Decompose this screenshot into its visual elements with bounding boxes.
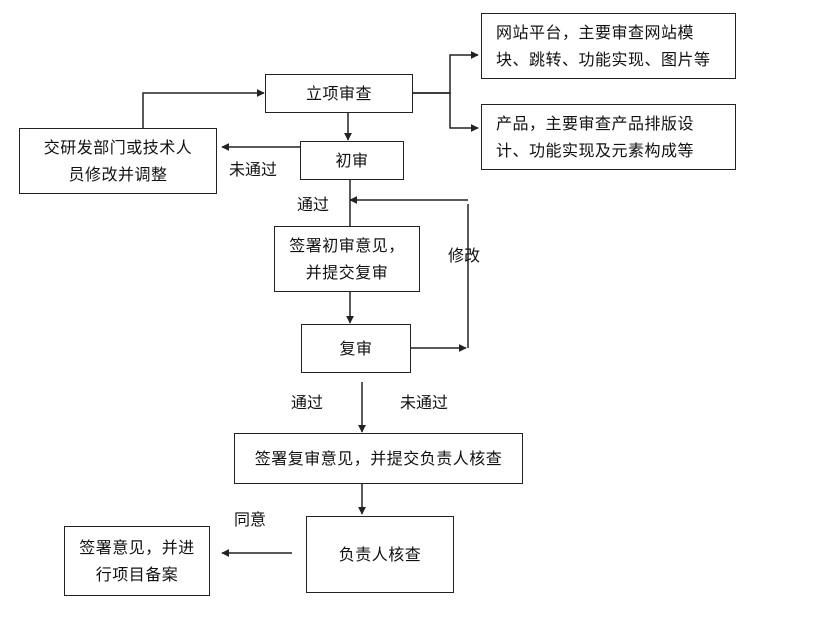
node-sign-fushen-label: 签署复审意见，并提交负责人核查 [254,449,503,468]
node-fuzeren-hecha: 负责人核查 [306,516,454,593]
node-lixiang-shencha: 立项审查 [265,74,413,113]
node-website-platform: 网站平台，主要审查网站模 块、跳转、功能实现、图片等 [481,13,736,79]
node-lixiang-shencha-label: 立项审查 [305,84,372,103]
edge-label-agree: 同意 [234,510,267,529]
node-modify-dept-line2: 员修改并调整 [68,165,168,184]
node-archive-line1: 签署意见，并进 [79,538,195,557]
edge-label-not-passed-2: 未通过 [400,393,449,412]
node-sign-fushen: 签署复审意见，并提交负责人核查 [234,433,523,484]
node-sign-chushen-line2: 并提交复审 [305,263,389,282]
node-chushen-label: 初审 [335,151,369,170]
edge-label-modify: 修改 [448,246,481,265]
node-website-platform-line1: 网站平台，主要审查网站模 [496,23,695,42]
edge-label-passed-1: 通过 [297,195,330,214]
node-modify-dept: 交研发部门或技术人 员修改并调整 [19,128,217,194]
arrow-modify-to-lixiang [142,89,265,128]
node-sign-chushen: 签署初审意见， 并提交复审 [274,226,420,292]
node-modify-dept-line1: 交研发部门或技术人 [43,138,193,157]
node-fushen: 复审 [301,324,411,373]
edge-label-passed-2: 通过 [291,393,324,412]
arrow-lixiang-to-product [413,92,479,132]
node-chushen: 初审 [300,141,404,180]
node-sign-chushen-line1: 签署初审意见， [289,236,405,255]
arrow-lixiang-to-website [413,51,479,94]
node-product: 产品，主要审查产品排版设 计、功能实现及元素构成等 [481,104,736,170]
node-website-platform-line2: 块、跳转、功能实现、图片等 [496,50,711,69]
node-archive-line2: 行项目备案 [95,565,179,584]
edge-label-not-passed-1: 未通过 [229,160,278,179]
node-fuzeren-hecha-label: 负责人核查 [338,545,422,564]
node-product-line2: 计、功能实现及元素构成等 [496,141,695,160]
node-fushen-label: 复审 [339,339,373,358]
node-product-line1: 产品，主要审查产品排版设 [496,114,695,133]
node-archive: 签署意见，并进 行项目备案 [64,526,210,596]
